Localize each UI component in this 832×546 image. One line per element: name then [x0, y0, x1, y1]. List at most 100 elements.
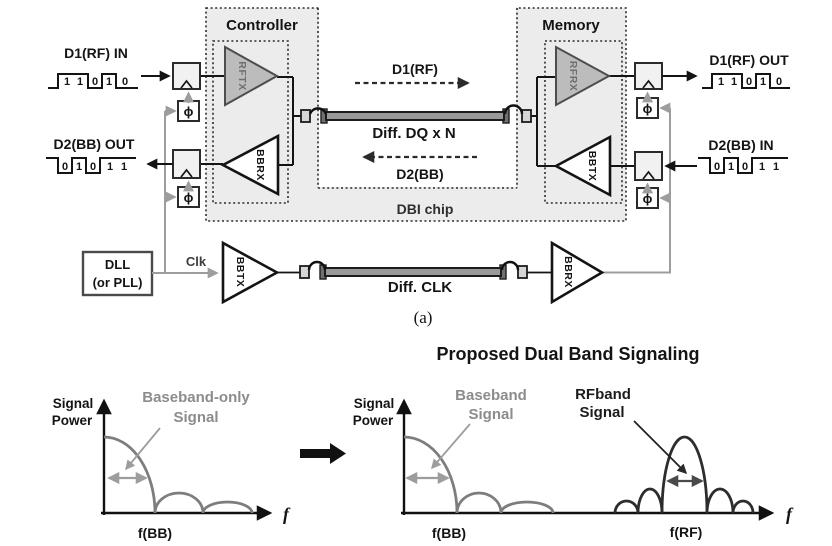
left-fbb-tick: f(BB): [138, 525, 172, 541]
ff-d2-out: [172, 149, 201, 179]
bb2-main-lobe: [403, 435, 459, 514]
left-f-label: f: [283, 504, 291, 524]
dq-pad-right: [521, 109, 532, 123]
right-frf-tick: f(RF): [670, 524, 703, 540]
right-ylabel-line1: Signal: [354, 396, 395, 411]
waveform-bit: 0: [62, 161, 68, 173]
channel-region: [319, 0, 516, 187]
memory-txrx-box: [544, 40, 623, 204]
rf-side-lobe-r2: [731, 499, 755, 514]
dll-label-line1: DLL: [105, 257, 130, 272]
baseband-ann-line1: Baseband: [455, 387, 527, 404]
dual-band-chart: Signal Power f f(BB) f(RF) Baseband Sign…: [353, 386, 794, 541]
ff-d2-in-clock-mark: [642, 170, 655, 180]
clk-label: Clk: [186, 254, 207, 269]
rfband-pointer: [633, 420, 688, 475]
bbtx-label: BBTX: [586, 151, 598, 182]
ff-d1-out-clock-mark: [642, 79, 655, 89]
controller-txrx-box: [212, 40, 289, 204]
bbrx-amp: [220, 133, 280, 197]
dll-label-line2: (or PLL): [93, 275, 143, 290]
block-diagram: Controller Memory DBI chip RFTX BBRX RFR…: [46, 0, 790, 327]
dll-box: [81, 250, 154, 297]
bb-side-lobe-1: [153, 491, 205, 514]
spectrum-section: Proposed Dual Band Signaling Signal Powe…: [52, 344, 794, 541]
waveform-bit: 1: [773, 161, 779, 173]
left-ylabel-line1: Signal: [53, 396, 94, 411]
waveform-bit: 0: [776, 76, 782, 88]
phi-symbol-3: ϕ: [643, 101, 653, 116]
baseband-only-pointer: [125, 427, 161, 471]
waveform-bit: 1: [718, 76, 724, 88]
d1-out-waveform: [702, 73, 790, 89]
ff-d2-in: [634, 151, 663, 181]
spectra-heading: Proposed Dual Band Signaling: [436, 344, 699, 364]
phi-symbol-2: ϕ: [184, 190, 194, 205]
caption-a: (a): [414, 308, 433, 327]
clk-coupler-left: [307, 260, 327, 271]
waveform-bit: 1: [77, 76, 83, 88]
baseband-only-ann-line1: Baseband-only: [142, 389, 250, 406]
bb2-side-lobe-2: [499, 500, 555, 514]
waveform-bit: 0: [90, 161, 96, 173]
rf-side-lobe-r1: [705, 487, 735, 514]
clk-bbtx-amp: [221, 240, 280, 305]
bb-main-lobe: [103, 435, 157, 514]
clk-bbtx-label: BBTX: [234, 257, 246, 288]
clk-bbrx-amp: [550, 240, 605, 305]
waveform-bit: 1: [728, 161, 734, 173]
clk-channel-bar: [324, 267, 502, 277]
bbrx-label: BBRX: [254, 149, 266, 181]
waveform-bit: 0: [746, 76, 752, 88]
waveform-bit: 1: [121, 161, 127, 173]
bbtx-amp: [553, 134, 612, 198]
right-ylabel-line2: Power: [353, 413, 394, 428]
d1-in-label: D1(RF) IN: [64, 45, 128, 61]
controller-label: Controller: [226, 17, 298, 34]
channel-region-border: [317, 8, 518, 189]
bb2-side-lobe-1: [455, 491, 503, 514]
phi-symbol-1: ϕ: [184, 104, 194, 119]
waveform-bit: 1: [731, 76, 737, 88]
rftx-label: RFTX: [236, 61, 248, 90]
controller-junction-wires: [200, 75, 301, 166]
d2-out-label: D2(BB) OUT: [54, 136, 135, 152]
phi-symbol-4: ϕ: [643, 191, 653, 206]
baseband-only-ann-line2: Signal: [173, 409, 218, 426]
rftx-amp: [224, 45, 280, 107]
rf-main-lobe: [660, 435, 709, 514]
clk-coupler-right: [500, 260, 520, 271]
rfband-ann-line1: RFband: [575, 386, 631, 403]
d2-out-waveform: [46, 157, 136, 174]
dq-pad-left: [300, 109, 311, 123]
waveform-bit: 0: [714, 161, 720, 173]
rfrx-amp: [555, 45, 612, 107]
waveform-bit: 1: [76, 161, 82, 173]
waveform-bit: 1: [760, 76, 766, 88]
waveform-bit: 1: [107, 161, 113, 173]
transform-arrow: [300, 443, 346, 464]
rfrx-label: RFRX: [567, 61, 579, 92]
memory-label: Memory: [542, 17, 600, 34]
dbi-chip-label: DBI chip: [397, 201, 454, 217]
d1-in-waveform: [48, 73, 138, 89]
bb-side-lobe-2: [201, 500, 254, 514]
ff-d1-out: [634, 62, 663, 90]
d1-flow-label: D1(RF): [392, 61, 438, 77]
baseband-pointer: [431, 423, 471, 470]
rf-side-lobe-l2: [613, 499, 640, 514]
d2-flow-label: D2(BB): [396, 166, 443, 182]
left-ylabel-line2: Power: [52, 413, 93, 428]
clk-channel-label: Diff. CLK: [388, 279, 452, 296]
d1-out-label: D1(RF) OUT: [709, 52, 789, 68]
baseband-ann-line2: Signal: [468, 406, 513, 423]
waveform-bit: 1: [759, 161, 765, 173]
ff-d1-in-clock-mark: [180, 79, 193, 89]
rfband-ann-line2: Signal: [579, 404, 624, 421]
right-fbb-tick: f(BB): [432, 525, 466, 541]
waveform-bit: 1: [106, 76, 112, 88]
rf-side-lobe-l1: [636, 487, 664, 514]
clk-pad-left: [299, 265, 310, 279]
ff-d1-in: [172, 62, 201, 90]
